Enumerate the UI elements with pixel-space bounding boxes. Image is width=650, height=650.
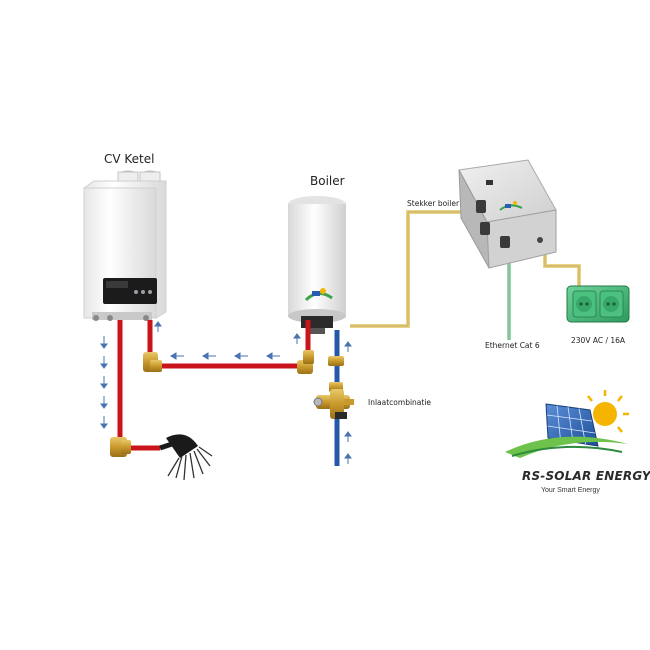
flow-arrow-up [154,321,162,332]
flow-arrow-left [266,352,280,360]
pipe-fittings [110,350,344,457]
box-logo [499,201,523,211]
flow-arrow-left [234,352,248,360]
flow-arrow-down [100,336,108,349]
flow-arrow-up [344,341,352,352]
cable-stekker-boiler [350,210,466,328]
cv-ketel-unit [83,170,167,321]
cv-ketel-label: CV Ketel [104,152,155,166]
solar-panel-icon [545,403,599,447]
hot-water-pipes [117,320,311,451]
flow-arrows [100,321,352,464]
ethernet-label: Ethernet Cat 6 [485,341,540,350]
flow-arrow-up [293,333,301,344]
stekker-boiler-label: Stekker boiler [407,199,460,208]
flow-arrow-down [100,396,108,409]
power-label: 230V AC / 16A [571,336,626,345]
flow-arrow-down [100,376,108,389]
flow-arrow-left [202,352,216,360]
sun-icon [587,390,629,433]
rs-solar-logo [505,390,629,458]
flow-arrow-down [100,416,108,429]
brand-name: RS-SOLAR ENERGY [522,469,650,483]
control-box [458,159,557,269]
brand-tagline: Your Smart Energy [541,487,600,494]
flow-arrow-left [170,352,184,360]
wall-socket [566,285,630,323]
inlet-valve [313,389,354,419]
flow-arrow-down [100,356,108,369]
boiler-logo [304,288,333,302]
boiler-tank [288,196,346,334]
inlaatcombinatie-label: Inlaatcombinatie [368,398,432,407]
flow-arrow-up [344,431,352,442]
boiler-label: Boiler [310,174,345,188]
flow-arrow-up [344,453,352,464]
shower-head [159,434,213,481]
